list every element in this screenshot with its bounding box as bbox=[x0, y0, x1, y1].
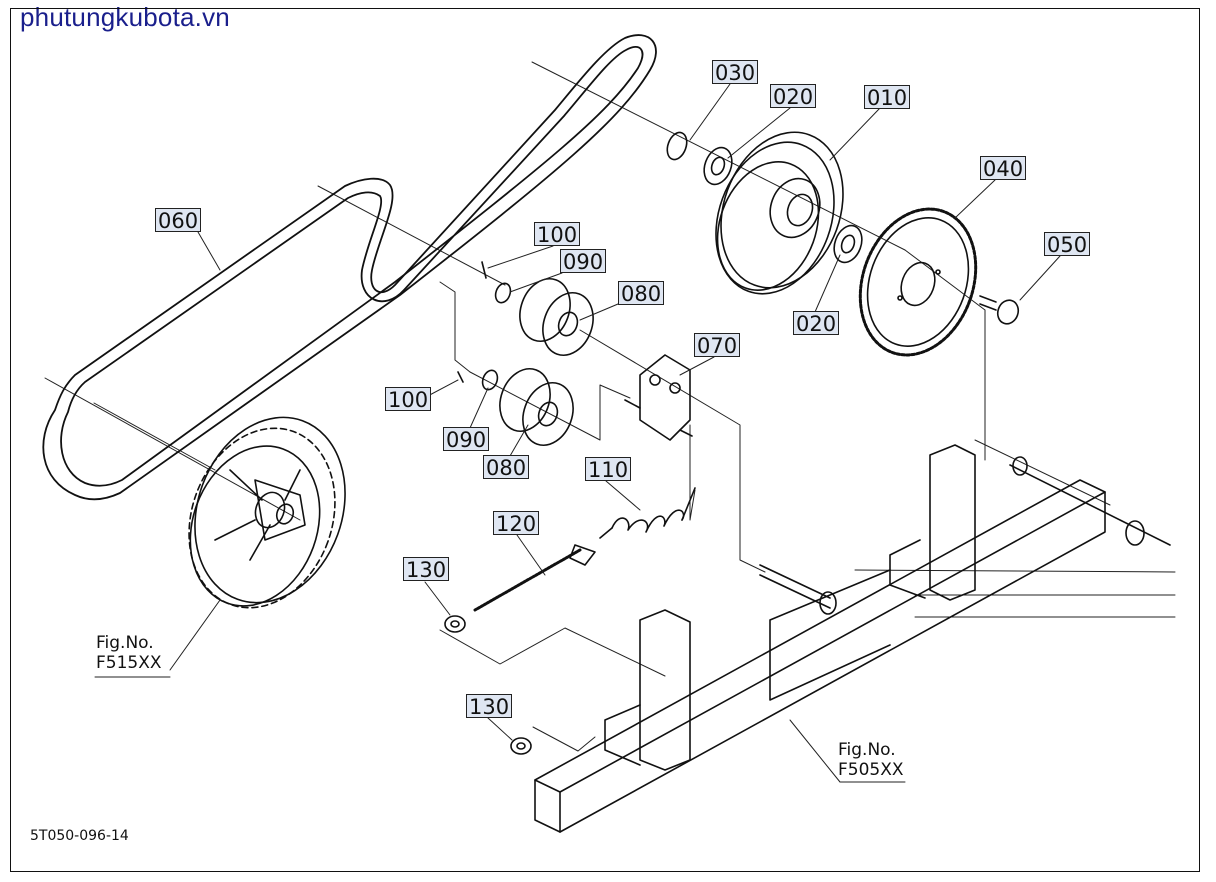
callout-030[interactable]: 030 bbox=[712, 60, 759, 85]
callout-040[interactable]: 040 bbox=[980, 156, 1027, 181]
lower-pulley bbox=[188, 416, 346, 609]
callout-080-lower[interactable]: 080 bbox=[483, 455, 530, 480]
figref-f515-code: F515XX bbox=[96, 653, 162, 673]
callout-110[interactable]: 110 bbox=[585, 457, 632, 482]
sprocket-040 bbox=[858, 207, 978, 357]
snap-ring-030 bbox=[666, 131, 688, 161]
nut-130-upper bbox=[444, 615, 466, 633]
figref-f515-label: Fig.No. bbox=[96, 633, 154, 653]
callout-020-upper[interactable]: 020 bbox=[770, 84, 817, 109]
callout-010[interactable]: 010 bbox=[864, 85, 911, 110]
figref-f505[interactable]: Fig.No. F505XX bbox=[838, 740, 904, 780]
callout-120[interactable]: 120 bbox=[493, 511, 540, 536]
v-belt-060 bbox=[42, 34, 657, 501]
drawing-number: 5T050-096-14 bbox=[30, 828, 129, 844]
callout-100-lower[interactable]: 100 bbox=[385, 387, 432, 412]
spring-110 bbox=[599, 487, 696, 539]
callout-060[interactable]: 060 bbox=[155, 208, 202, 233]
washer-090-upper bbox=[494, 282, 512, 304]
figref-f505-label: Fig.No. bbox=[838, 740, 896, 760]
figref-f505-code: F505XX bbox=[838, 760, 904, 780]
leader-lines bbox=[94, 83, 1061, 783]
idler-pulley-080-upper bbox=[519, 278, 594, 356]
pin-100-lower bbox=[457, 371, 464, 383]
pin-100-upper bbox=[481, 261, 487, 279]
threaded-rod-120 bbox=[473, 544, 596, 612]
main-frame bbox=[534, 444, 1171, 833]
callout-130-upper[interactable]: 130 bbox=[403, 557, 450, 582]
bearing-020-upper bbox=[703, 146, 733, 186]
callout-050[interactable]: 050 bbox=[1044, 232, 1091, 257]
callout-090-lower[interactable]: 090 bbox=[443, 427, 490, 452]
drawing-frame bbox=[10, 8, 1200, 872]
bracket-070 bbox=[624, 354, 693, 441]
callout-070[interactable]: 070 bbox=[694, 333, 741, 358]
upper-pulley-010 bbox=[715, 131, 844, 295]
nut-130-lower bbox=[510, 737, 532, 755]
callout-100-upper[interactable]: 100 bbox=[534, 222, 581, 247]
bearing-020-lower bbox=[833, 224, 863, 264]
washer-090-lower bbox=[481, 369, 499, 391]
callout-020-lower[interactable]: 020 bbox=[793, 311, 840, 336]
callout-080-upper[interactable]: 080 bbox=[618, 281, 665, 306]
callout-130-lower[interactable]: 130 bbox=[466, 694, 513, 719]
watermark-text: phutungkubota.vn bbox=[20, 2, 230, 32]
bolt-050 bbox=[979, 295, 1020, 325]
idler-pulley-080-lower bbox=[499, 368, 574, 446]
callout-090-upper[interactable]: 090 bbox=[560, 249, 607, 274]
figref-f515[interactable]: Fig.No. F515XX bbox=[96, 633, 162, 673]
